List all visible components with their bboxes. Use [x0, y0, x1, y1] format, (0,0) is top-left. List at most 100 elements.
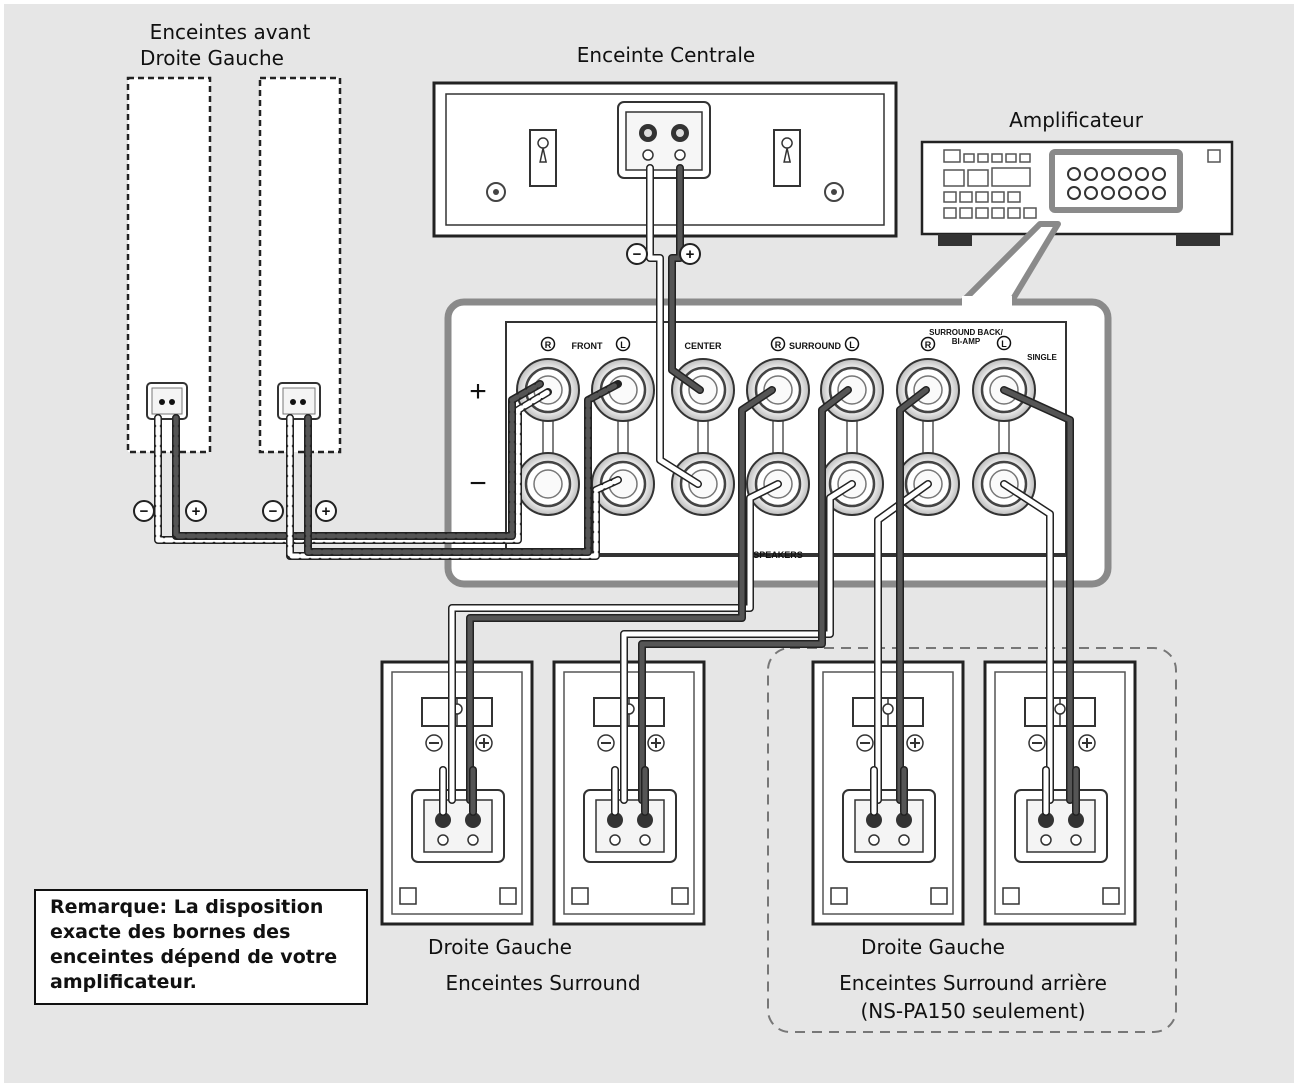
plus-polarity-icon [315, 500, 337, 522]
front-speaker-right [126, 76, 212, 454]
front-speaker-left [258, 76, 342, 454]
terminal-plate [1026, 799, 1096, 853]
minus-polarity-icon [626, 243, 648, 265]
surround-back-speaker-left [983, 660, 1137, 926]
front-speakers-sides: Droite Gauche [140, 46, 284, 70]
plus-polarity-label: + [192, 503, 201, 520]
terminal-plate [595, 799, 665, 853]
binding-post [465, 812, 481, 828]
foot-pad [499, 887, 517, 905]
terminal-hole [688, 469, 718, 499]
terminal-hole [533, 469, 563, 499]
channel-marker-label: R [775, 340, 782, 350]
post-minus-marker [868, 834, 880, 846]
surround-speaker-left [552, 660, 706, 926]
plus-icon-cross [1082, 738, 1092, 748]
channel-marker [770, 336, 786, 352]
foot-pad [830, 887, 848, 905]
binding-post [1068, 812, 1084, 828]
foot-pad [671, 887, 689, 905]
surround-right-plus-wire [467, 387, 775, 803]
post-plus-marker [467, 834, 479, 846]
surround-left-minus-wire [621, 481, 855, 803]
surround-back-sides-label: Droite Gauche [861, 935, 1005, 959]
post-minus-marker [437, 834, 449, 846]
remark-line: enceintes dépend de votre [50, 946, 338, 968]
front-left-minus-wire [287, 415, 621, 559]
polarity-markers: − + − + − + [133, 243, 701, 522]
surround-back-right-minus-wire [875, 481, 931, 803]
plus-icon-cross [651, 738, 661, 748]
channel-marker [920, 336, 936, 352]
post-plus-marker [1070, 834, 1082, 846]
channel-marker-label: R [925, 340, 932, 350]
foot-pad [1102, 887, 1120, 905]
surround-title-label: Enceintes Surround [445, 971, 641, 995]
channel-marker-label: R [545, 340, 552, 350]
center-speaker [432, 81, 898, 238]
keyhole-icon [882, 703, 894, 715]
plus-polarity-icon [185, 500, 207, 522]
front-right-plus-wire [173, 381, 543, 539]
terminal-hole [763, 375, 793, 405]
minus-polarity-icon [133, 500, 155, 522]
binding-post [607, 812, 623, 828]
remark-line: Remarque: La disposition [50, 896, 324, 918]
terminal-plate [423, 799, 493, 853]
front-left-plus-wire [305, 381, 621, 555]
minus-polarity-icon [262, 500, 284, 522]
surround-back-left-minus-wire [1001, 481, 1053, 803]
surround-back-left-plus-wire [1001, 387, 1073, 803]
binding-post [1038, 812, 1054, 828]
post-minus-marker [609, 834, 621, 846]
keyhole-icon [1054, 703, 1066, 715]
surround-back-speaker-right [811, 660, 965, 926]
surround-right-minus-wire [449, 481, 781, 803]
post-plus-marker [898, 834, 910, 846]
surround-back-group-outline [767, 647, 1177, 1033]
remark-line: amplificateur. [50, 971, 197, 993]
channel-marker [844, 336, 860, 352]
foot-pad [1002, 887, 1020, 905]
surround-back-note-label: (NS-PA150 seulement) [860, 999, 1086, 1023]
minus-polarity-label: − [633, 246, 642, 263]
channel-marker [615, 336, 631, 352]
center-speaker-label: Enceinte Centrale [576, 43, 756, 67]
center-plus-wire [669, 165, 703, 393]
surround-back-title-label: Enceintes Surround arrière [839, 971, 1107, 995]
binding-post [637, 812, 653, 828]
speaker-wires [154, 164, 1080, 816]
minus-polarity-label: − [269, 503, 278, 520]
foot-pad [399, 887, 417, 905]
plus-polarity-label: + [686, 246, 695, 263]
surround-left-plus-wire [639, 387, 851, 803]
front-right-minus-wire [155, 389, 551, 543]
foot-pad [930, 887, 948, 905]
minus-polarity-label: − [140, 503, 149, 520]
remark-note: Remarque: La disposition exacte des born… [34, 889, 368, 1005]
binding-post [866, 812, 882, 828]
binding-post [435, 812, 451, 828]
amplifier-label: Amplificateur [1009, 108, 1143, 132]
channel-marker-label: L [849, 340, 855, 350]
plus-polarity-icon [679, 243, 701, 265]
foot-pad [571, 887, 589, 905]
terminal-plate [854, 799, 924, 853]
binding-post [896, 812, 912, 828]
channel-marker [540, 336, 556, 352]
surround-speaker-right [380, 660, 534, 926]
post-minus-marker [1040, 834, 1052, 846]
plus-icon-cross [479, 738, 489, 748]
center-minus-wire [647, 165, 701, 487]
post-plus-marker [639, 834, 651, 846]
plus-polarity-label: + [322, 503, 331, 520]
plus-icon-cross [910, 738, 920, 748]
channel-marker-label: L [1001, 339, 1007, 349]
amplifier [920, 140, 1234, 246]
remark-line: exacte des bornes des [50, 921, 291, 943]
surround-speakers [380, 660, 1137, 926]
channel-marker [996, 335, 1012, 351]
front-speakers-title: Enceintes avant [149, 20, 311, 44]
